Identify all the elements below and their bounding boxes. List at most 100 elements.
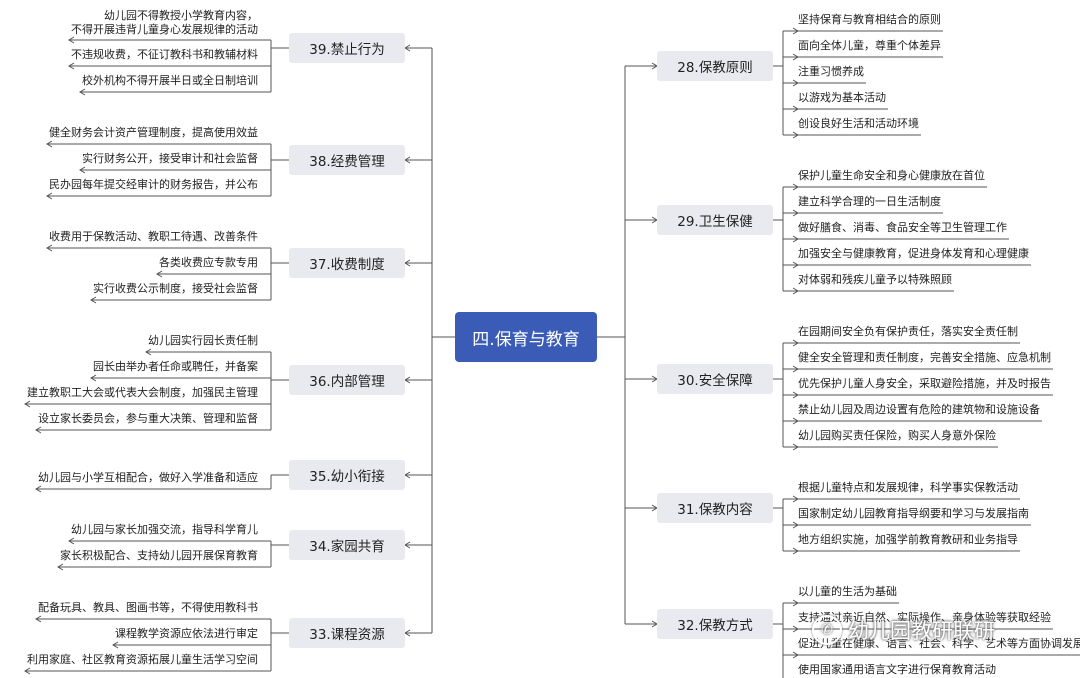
subtopic-right-2-4[interactable]: 幼儿园购买责任保险，购买人身意外保险 — [798, 429, 996, 442]
subtopic-left-6-0[interactable]: 配备玩具、教具、图画书等，不得使用教科书 — [38, 601, 258, 614]
arrowhead — [68, 62, 75, 70]
arrowhead — [404, 471, 411, 479]
subtopic-left-5-1[interactable]: 家长积极配合、支持幼儿园开展保育教育 — [60, 549, 258, 562]
subtopic-right-4-0[interactable]: 以儿童的生活为基础 — [798, 585, 897, 598]
branch-topic-label: 39.禁止行为 — [309, 42, 385, 58]
subtopic-left-0-0[interactable]: 幼儿园不得教授小学教育内容，不得开展违背儿童身心发展规律的活动 — [71, 9, 258, 36]
branch-topic-right-2[interactable]: 30.安全保障 — [657, 364, 773, 394]
branch-topic-right-4[interactable]: 32.保教方式 — [657, 609, 773, 639]
subtopic-right-2-3[interactable]: 禁止幼儿园及周边设置有危险的建筑物和设施设备 — [798, 403, 1040, 416]
subtopic-right-0-0[interactable]: 坚持保育与教育相结合的原则 — [798, 13, 941, 26]
branch-topic-left-0[interactable]: 39.禁止行为 — [289, 33, 405, 63]
subtopic-right-4-1[interactable]: 支持通过亲近自然、实际操作、亲身体验等获取经验 — [798, 611, 1051, 624]
subtopic-right-0-3[interactable]: 以游戏为基本活动 — [798, 91, 886, 104]
branch-topic-left-2[interactable]: 37.收费制度 — [289, 248, 405, 278]
arrowhead — [57, 563, 64, 571]
subtopic-left-3-1[interactable]: 园长由举办者任命或聘任，并备案 — [93, 360, 258, 373]
subtopic-left-2-0[interactable]: 收费用于保教活动、教职工待遇、改善条件 — [49, 230, 258, 243]
branch-topic-left-4[interactable]: 35.幼小衔接 — [289, 460, 405, 490]
subtopic-right-3-0[interactable]: 根据儿童特点和发展规律，科学事实保教活动 — [798, 481, 1018, 494]
subtopic-left-0-2[interactable]: 校外机构不得开展半日或全日制培训 — [82, 74, 258, 87]
subtopic-right-1-4[interactable]: 对体弱和残疾儿童予以特殊照顾 — [798, 273, 952, 286]
arrowhead — [24, 400, 31, 408]
arrowhead — [792, 339, 799, 347]
arrowhead — [792, 53, 799, 61]
subtopic-left-2-2[interactable]: 实行收费公示制度，接受社会监督 — [93, 282, 258, 295]
arrowhead — [792, 79, 799, 87]
root-topic[interactable]: 四.保育与教育 — [455, 312, 597, 362]
subtopic-right-1-1[interactable]: 建立科学合理的一日生活制度 — [798, 195, 941, 208]
arrowhead — [792, 625, 799, 633]
subtopic-right-1-0[interactable]: 保护儿童生命安全和身心健康放在首位 — [798, 169, 985, 182]
branch-topic-label: 31.保教内容 — [677, 502, 753, 518]
branch-topic-label: 36.内部管理 — [309, 374, 385, 390]
subtopic-right-0-1[interactable]: 面向全体儿童，尊重个体差异 — [798, 39, 941, 52]
branch-topic-label: 32.保教方式 — [677, 618, 753, 634]
arrowhead — [112, 641, 119, 649]
arrowhead — [792, 547, 799, 555]
branch-topic-left-3[interactable]: 36.内部管理 — [289, 365, 405, 395]
subtopic-left-4-0[interactable]: 幼儿园与小学互相配合，做好入学准备和适应 — [38, 471, 258, 484]
arrowhead — [792, 105, 799, 113]
subtopic-left-1-0[interactable]: 健全财务会计资产管理制度，提高使用效益 — [49, 126, 258, 139]
arrowhead — [404, 541, 411, 549]
arrowhead — [792, 183, 799, 191]
arrowhead — [90, 374, 97, 382]
subtopic-left-2-1[interactable]: 各类收费应专款专用 — [159, 256, 258, 269]
subtopic-left-3-0[interactable]: 幼儿园实行园长责任制 — [148, 334, 258, 347]
subtopic-left-6-2[interactable]: 利用家庭、社区教育资源拓展儿童生活学习空间 — [27, 653, 258, 666]
branch-topic-label: 33.课程资源 — [309, 627, 385, 643]
branch-topic-left-5[interactable]: 34.家园共育 — [289, 530, 405, 560]
branch-topic-right-0[interactable]: 28.保教原则 — [657, 51, 773, 81]
subtopic-left-3-3[interactable]: 设立家长委员会，参与重大决策、管理和监督 — [38, 412, 258, 425]
arrowhead — [792, 27, 799, 35]
subtopic-right-3-2[interactable]: 地方组织实施，加强学前教育教研和业务指导 — [798, 533, 1018, 546]
subtopic-left-1-2[interactable]: 民办园每年提交经审计的财务报告，并公布 — [49, 178, 258, 191]
subtopic-right-0-4[interactable]: 创设良好生活和活动环境 — [798, 117, 919, 130]
subtopic-left-6-1[interactable]: 课程教学资源应依法进行审定 — [115, 627, 258, 640]
arrowhead — [145, 348, 152, 356]
arrowhead — [792, 521, 799, 529]
arrowhead — [46, 140, 53, 148]
branch-topic-label: 28.保教原则 — [677, 60, 753, 76]
arrowhead — [792, 417, 799, 425]
subtopic-left-0-1[interactable]: 不违规收费，不征订教科书和教辅材料 — [71, 48, 258, 61]
arrowhead — [46, 244, 53, 252]
arrowhead — [35, 485, 42, 493]
subtopic-right-3-1[interactable]: 国家制定幼儿园教育指导纲要和学习与发展指南 — [798, 507, 1029, 520]
subtopic-right-2-0[interactable]: 在园期间安全负有保护责任，落实安全责任制 — [798, 325, 1018, 338]
subtopic-right-1-2[interactable]: 做好膳食、消毒、食品安全等卫生管理工作 — [798, 221, 1007, 234]
arrowhead — [792, 599, 799, 607]
branch-topic-left-6[interactable]: 33.课程资源 — [289, 618, 405, 648]
branch-topic-right-3[interactable]: 31.保教内容 — [657, 493, 773, 523]
branch-topic-label: 30.安全保障 — [677, 373, 753, 389]
subtopic-left-5-0[interactable]: 幼儿园与家长加强交流，指导科学育儿 — [71, 523, 258, 536]
subtopic-right-2-2[interactable]: 优先保护儿童人身安全，采取避险措施，并及时报告 — [798, 377, 1051, 390]
subtopic-right-0-2[interactable]: 注重习惯养成 — [798, 65, 864, 78]
arrowhead — [46, 192, 53, 200]
subtopic-left-3-2[interactable]: 建立教职工大会或代表大会制度，加强民主管理 — [27, 386, 258, 399]
branch-topic-right-1[interactable]: 29.卫生保健 — [657, 205, 773, 235]
arrowhead — [90, 296, 97, 304]
arrowhead — [404, 376, 411, 384]
branch-topic-label: 29.卫生保健 — [677, 214, 753, 230]
arrowhead — [792, 495, 799, 503]
subtopic-right-4-3[interactable]: 使用国家通用语言文字进行保育教育活动 — [798, 663, 996, 676]
arrowhead — [792, 131, 799, 139]
arrowhead — [79, 88, 86, 96]
subtopic-right-4-2[interactable]: 促进儿童在健康、语言、社会、科学、艺术等方面协调发展 — [798, 637, 1080, 650]
subtopic-left-1-1[interactable]: 实行财务公开，接受审计和社会监督 — [82, 152, 258, 165]
arrowhead — [404, 259, 411, 267]
arrowhead — [792, 391, 799, 399]
branch-topic-label: 37.收费制度 — [309, 257, 385, 273]
arrowhead — [792, 287, 799, 295]
branch-topic-left-1[interactable]: 38.经费管理 — [289, 145, 405, 175]
arrowhead — [24, 667, 31, 675]
arrowhead — [35, 426, 42, 434]
branch-topic-label: 35.幼小衔接 — [309, 469, 385, 485]
arrowhead — [792, 651, 799, 659]
subtopic-right-1-3[interactable]: 加强安全与健康教育，促进身体发育和心理健康 — [798, 247, 1029, 260]
arrowhead — [68, 36, 75, 44]
subtopic-right-2-1[interactable]: 健全安全管理和责任制度，完善安全措施、应急机制 — [798, 351, 1051, 364]
